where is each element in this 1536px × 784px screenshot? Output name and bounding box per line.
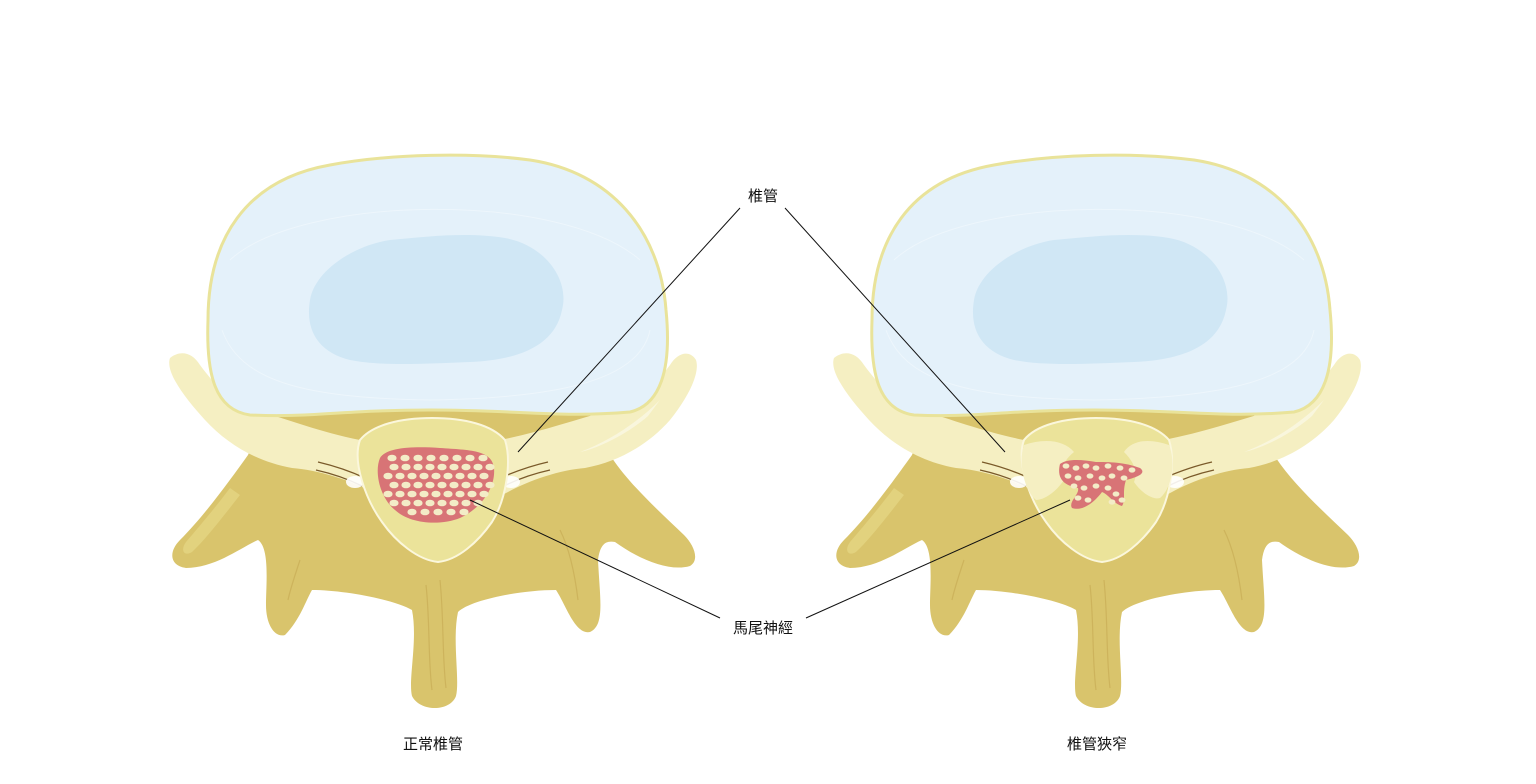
nerve-fibres-normal	[383, 454, 495, 516]
nerve-fibre	[479, 490, 489, 498]
nerve-fibre	[1086, 473, 1094, 479]
nerve-fibre	[407, 472, 417, 480]
cauda-equina-normal	[377, 447, 495, 523]
nerve-fibre	[1104, 485, 1112, 491]
label-cauda-equina: 馬尾神經	[733, 619, 793, 637]
nerve-fibre	[413, 499, 423, 507]
leader-canal-right	[784, 207, 1006, 453]
nerve-fibre	[485, 463, 495, 471]
nerve-fibre	[433, 508, 443, 516]
nerve-fibre	[1098, 475, 1106, 481]
nerve-fibre	[389, 499, 399, 507]
nerve-fibre	[455, 490, 465, 498]
nerve-fibre	[431, 472, 441, 480]
nerve-fibre	[1128, 467, 1136, 473]
leader-nerve-right	[805, 499, 1071, 619]
caption-stenosis: 椎管狹窄	[1067, 735, 1127, 753]
cauda-equina-compressed	[1059, 460, 1143, 509]
nerve-fibre	[1120, 475, 1128, 481]
nerve-fibre	[467, 490, 477, 498]
nerve-fibre	[395, 490, 405, 498]
nerve-fibre	[395, 472, 405, 480]
nerve-fibre	[1118, 497, 1126, 503]
nerve-fibre	[425, 481, 435, 489]
nerve-fibre	[461, 463, 471, 471]
nerve-fibre	[1064, 473, 1072, 479]
nerve-fibre	[1112, 491, 1120, 497]
nerve-fibre	[449, 481, 459, 489]
nerve-fibre	[1074, 475, 1082, 481]
nerve-fibre	[425, 499, 435, 507]
nerve-fibre	[443, 490, 453, 498]
nerve-fibre	[459, 508, 469, 516]
nerve-fibre	[401, 481, 411, 489]
nerve-fibre	[431, 490, 441, 498]
nerve-fibre	[387, 454, 397, 462]
nerve-fibre	[1080, 485, 1088, 491]
nerve-fibre	[478, 454, 488, 462]
nerve-fibre	[437, 499, 447, 507]
nerve-fibre	[1104, 463, 1112, 469]
nerve-fibre	[1082, 463, 1090, 469]
nerve-fibre	[479, 472, 489, 480]
nerve-fibre	[1116, 465, 1124, 471]
nerve-fibre	[420, 508, 430, 516]
stenosis-vertebra	[831, 153, 1363, 710]
nerve-fibre	[426, 454, 436, 462]
nerve-fibre	[1084, 497, 1092, 503]
nerve-fibre	[446, 508, 456, 516]
nerve-fibre	[419, 490, 429, 498]
nerve-fibre	[1072, 465, 1080, 471]
label-canal: 椎管	[748, 187, 778, 205]
nerve-fibre	[383, 490, 393, 498]
nerve-fibre	[400, 454, 410, 462]
nerve-fibre	[452, 454, 462, 462]
nerve-fibre	[419, 472, 429, 480]
normal-vertebra	[167, 153, 699, 710]
nerve-fibre	[473, 481, 483, 489]
nerve-fibres-compressed	[1062, 463, 1136, 505]
nerve-fibre	[461, 481, 471, 489]
nerve-fibre	[485, 481, 495, 489]
nerve-fibre	[1108, 473, 1116, 479]
nerve-fibre	[1092, 465, 1100, 471]
nerve-fibre	[461, 499, 471, 507]
nerve-fibre	[413, 481, 423, 489]
nerve-fibre	[401, 499, 411, 507]
nerve-fibre	[1062, 463, 1070, 469]
nerve-fibre	[449, 499, 459, 507]
nerve-fibre	[389, 481, 399, 489]
nerve-fibre	[1070, 483, 1078, 489]
nerve-fibre	[407, 490, 417, 498]
nerve-fibre	[449, 463, 459, 471]
nerve-fibre	[413, 463, 423, 471]
leader-canal-left	[517, 207, 741, 453]
caption-normal: 正常椎管	[403, 735, 463, 753]
nerve-fibre	[473, 463, 483, 471]
nerve-fibre	[413, 454, 423, 462]
nerve-fibre	[443, 472, 453, 480]
nerve-fibre	[1074, 495, 1082, 501]
nerve-fibre	[389, 463, 399, 471]
nerve-fibre	[407, 508, 417, 516]
nerve-fibre	[437, 463, 447, 471]
nerve-fibre	[439, 454, 449, 462]
nerve-fibre	[437, 481, 447, 489]
leader-lines	[469, 207, 1071, 619]
nerve-fibre	[455, 472, 465, 480]
nerve-fibre	[467, 472, 477, 480]
leader-nerve-left	[469, 499, 721, 619]
canal-narrowing	[1021, 440, 1173, 500]
nerve-fibre	[383, 472, 393, 480]
nerve-fibre	[465, 454, 475, 462]
nerve-fibre	[1092, 483, 1100, 489]
nerve-fibre	[425, 463, 435, 471]
nerve-fibre	[401, 463, 411, 471]
nerve-fibre	[1108, 499, 1116, 505]
